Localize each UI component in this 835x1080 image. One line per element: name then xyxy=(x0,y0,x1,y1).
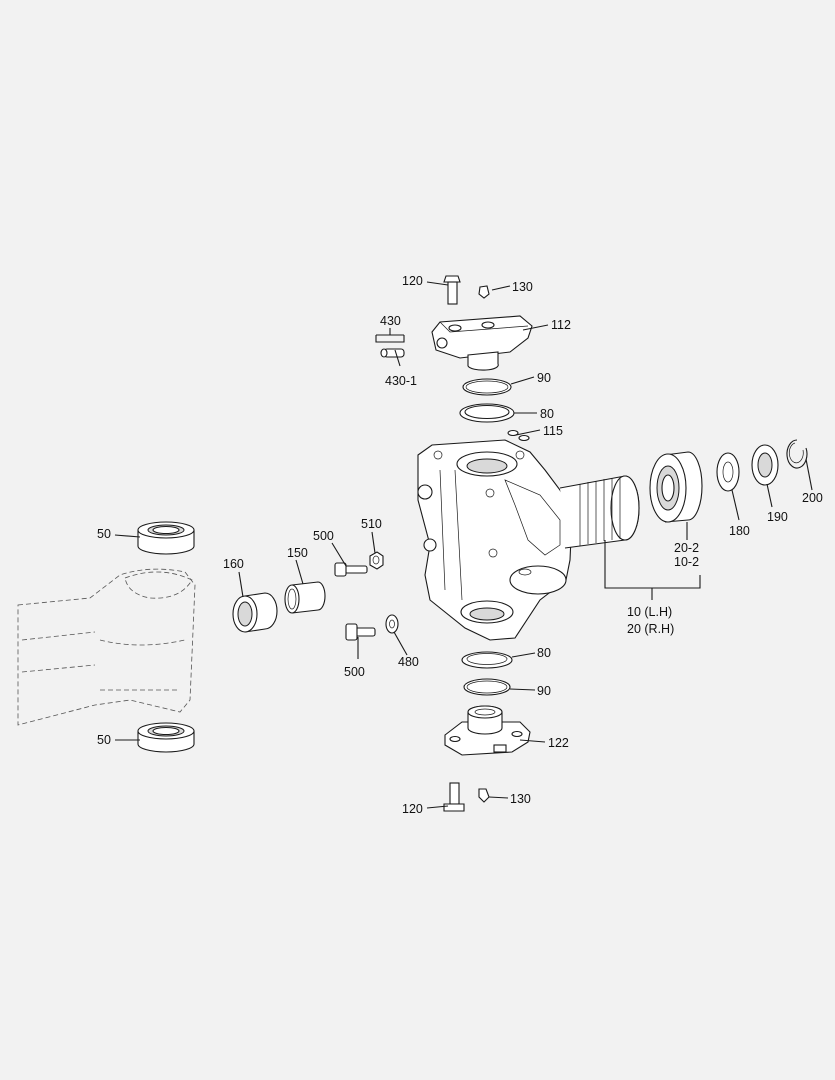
label-430-1: 430-1 xyxy=(385,374,417,388)
bolt-500-bottom xyxy=(345,623,376,641)
label-160: 160 xyxy=(223,557,244,571)
bearing-50-bottom xyxy=(137,722,195,753)
bolt-120-top xyxy=(443,275,461,305)
label-480: 480 xyxy=(398,655,419,669)
label-80-bottom: 80 xyxy=(537,646,551,660)
bearing-50-top xyxy=(137,521,195,555)
label-510: 510 xyxy=(361,517,382,531)
bolt-500-top xyxy=(334,562,368,577)
bolt-120-bottom xyxy=(443,782,465,812)
bushing-150 xyxy=(284,581,326,614)
o-ring-90-top xyxy=(462,378,512,396)
label-20-2: 20-2 xyxy=(674,541,699,555)
label-430: 430 xyxy=(380,314,401,328)
label-122: 122 xyxy=(548,736,569,750)
label-500-top: 500 xyxy=(313,529,334,543)
label-50-bottom: 50 xyxy=(97,733,111,747)
label-130-top: 130 xyxy=(512,280,533,294)
label-130-bottom: 130 xyxy=(510,792,531,806)
label-200: 200 xyxy=(802,491,823,505)
label-50-top: 50 xyxy=(97,527,111,541)
part-labels: 120 130 112 430 430-1 90 80 115 50 50 16… xyxy=(97,274,823,816)
label-120-bottom: 120 xyxy=(402,802,423,816)
seal-160 xyxy=(232,592,278,633)
lower-cover-122 xyxy=(444,705,531,756)
washer-480 xyxy=(385,614,399,634)
snap-ring-200 xyxy=(786,439,808,469)
label-500-bottom: 500 xyxy=(344,665,365,679)
label-90-bottom: 90 xyxy=(537,684,551,698)
nut-510 xyxy=(369,551,384,570)
axle-housing-ghost xyxy=(17,568,196,726)
label-120-top: 120 xyxy=(402,274,423,288)
label-190: 190 xyxy=(767,510,788,524)
label-10-lh: 10 (L.H) xyxy=(627,605,672,619)
label-90-top: 90 xyxy=(537,371,551,385)
ring-190 xyxy=(751,444,779,486)
spindle-splined xyxy=(559,475,640,549)
label-180: 180 xyxy=(729,524,750,538)
grease-nipple-130-bottom xyxy=(478,788,490,803)
label-115: 115 xyxy=(543,424,563,438)
hub-20-2 xyxy=(649,451,703,523)
washers-115 xyxy=(507,429,530,442)
o-ring-90-bottom xyxy=(463,678,511,696)
label-80-top: 80 xyxy=(540,407,554,421)
steering-knuckle xyxy=(417,439,573,641)
shim-80-top xyxy=(459,403,515,423)
label-10-2: 10-2 xyxy=(674,555,699,569)
leader-lines xyxy=(114,281,813,809)
shim-80-bottom xyxy=(461,651,513,669)
label-20-rh: 20 (R.H) xyxy=(627,622,674,636)
grease-nipple-130-top xyxy=(478,285,490,299)
label-112: 112 xyxy=(551,318,571,332)
ring-180 xyxy=(716,452,740,492)
upper-cover-112 xyxy=(431,315,533,371)
pin-430-1 xyxy=(380,348,405,358)
label-150: 150 xyxy=(287,546,308,560)
